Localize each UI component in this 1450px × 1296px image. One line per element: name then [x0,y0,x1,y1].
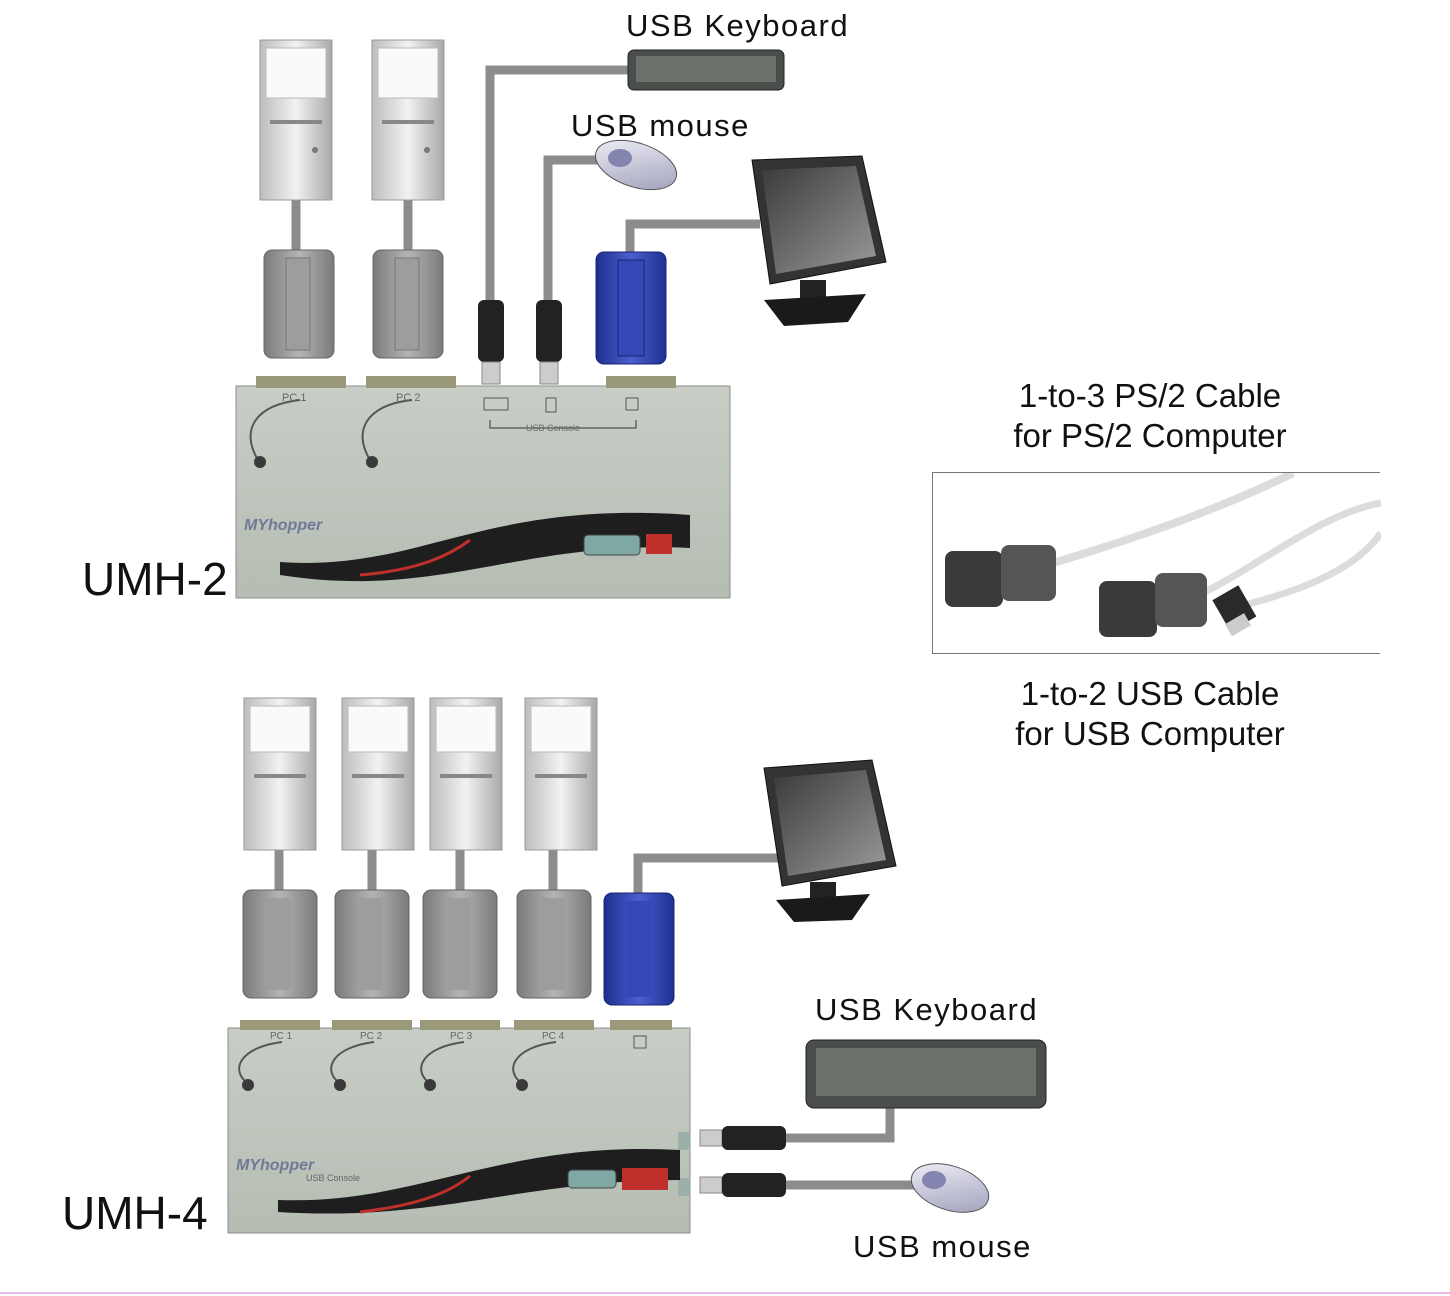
mouse-bottom [910,1163,990,1213]
pc-tower-top-2 [371,39,445,201]
pc-tower-top-1 [259,39,333,201]
top-model-label: UMH-2 [82,553,228,605]
pc-connector-top-1 [263,249,335,359]
umh2-brand: MYhopper [244,517,323,534]
top-cables [291,65,760,300]
monitor-top [751,155,887,326]
usb-plug-top-mouse [536,300,562,385]
umh4-port-pc4: PC 4 [542,1031,565,1042]
kvm-switch-umh2 [235,376,731,599]
pc-connector-bottom-4 [516,889,592,999]
ps2-cable-line2: for PS/2 Computer [1013,417,1287,454]
umh4-usb-console-label: USB Console [306,1173,361,1183]
usb-plug-top-keyboard [478,300,504,385]
vga-connector-bottom [603,892,675,1006]
umh4-port-pc1: PC 1 [270,1031,293,1042]
usb-cable-line2: for USB Computer [1015,715,1285,752]
usb-cable-caption: 1-to-2 USB Cable for USB Computer [980,674,1320,754]
pc-connector-bottom-3 [422,889,498,999]
umh4-port-pc3: PC 3 [450,1031,473,1042]
vga-connector-top [595,251,667,365]
pc-connector-top-2 [372,249,444,359]
kvm-switch-umh4 [227,1020,691,1234]
umh4-brand: MYhopper [236,1157,315,1174]
usb-plug-bottom-keyboard [699,1126,786,1150]
mouse-top [594,139,678,191]
umh2-usb-console-label: USB Console [526,423,581,433]
top-mouse-label: USB mouse [571,108,750,143]
page-bottom-rule [0,1292,1450,1294]
cable-photo [932,469,1384,654]
usb-plug-bottom-mouse [699,1173,786,1197]
keyboard-bottom [805,1039,1047,1109]
pc-tower-bottom-3 [429,697,503,851]
pc-tower-bottom-1 [243,697,317,851]
umh2-port-pc2: PC 2 [396,392,421,404]
top-keyboard-label: USB Keyboard [626,8,850,43]
bottom-cables [274,850,915,1190]
pc-tower-bottom-2 [341,697,415,851]
bottom-mouse-label: USB mouse [853,1229,1032,1264]
ps2-cable-caption: 1-to-3 PS/2 Cable for PS/2 Computer [980,376,1320,456]
bottom-model-label: UMH-4 [62,1187,208,1239]
keyboard-top [627,49,785,91]
pc-tower-bottom-4 [524,697,598,851]
pc-connector-bottom-2 [334,889,410,999]
umh2-port-pc1: PC 1 [282,392,307,404]
cable-illustration [945,469,1384,637]
ps2-cable-line1: 1-to-3 PS/2 Cable [1018,377,1282,414]
bottom-keyboard-label: USB Keyboard [815,992,1039,1027]
umh4-port-pc2: PC 2 [360,1031,383,1042]
pc-connector-bottom-1 [242,889,318,999]
monitor-bottom [763,759,897,922]
usb-cable-line1: 1-to-2 USB Cable [1020,675,1280,712]
